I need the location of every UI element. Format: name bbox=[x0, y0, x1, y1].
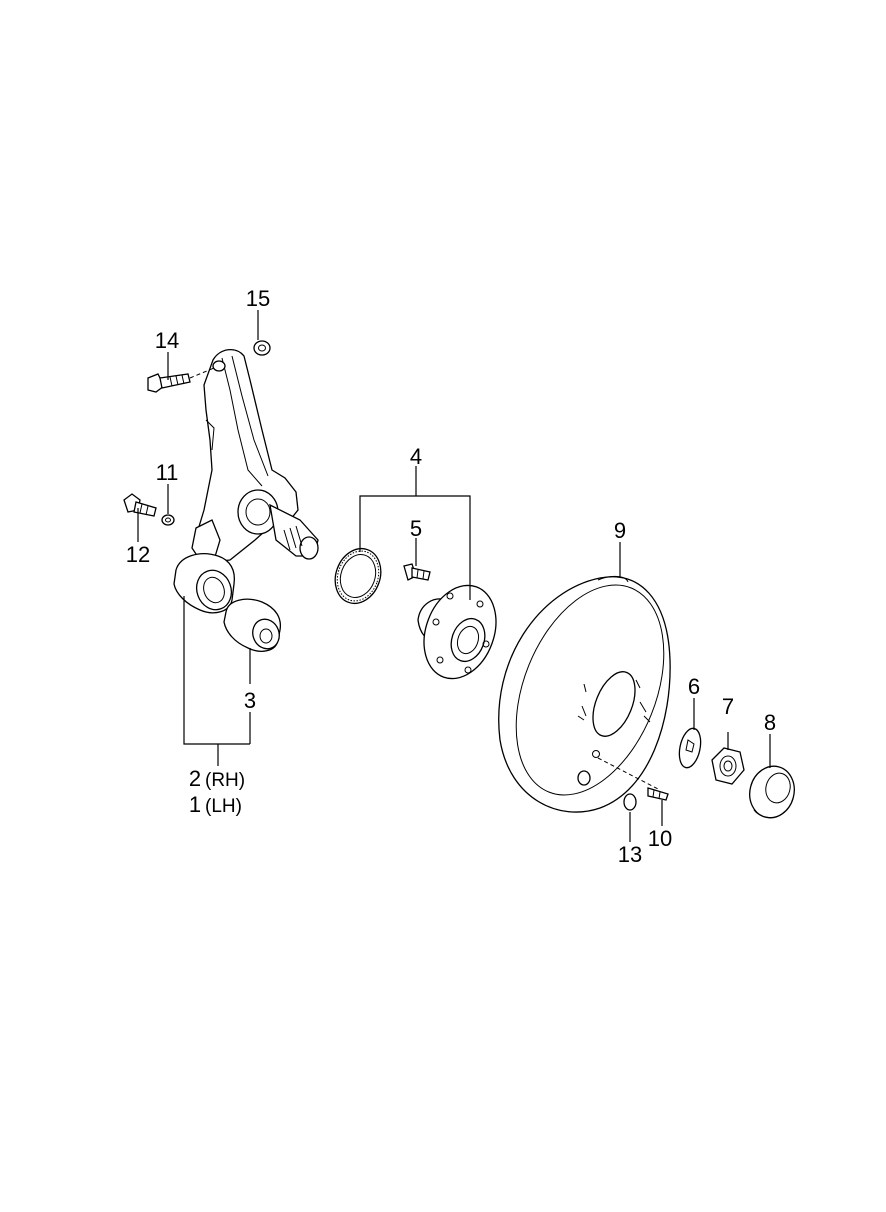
steering-knuckle[interactable] bbox=[191, 349, 319, 563]
callout-1: 1 bbox=[189, 792, 201, 817]
disc-screw-10[interactable] bbox=[647, 787, 669, 801]
callout-8: 8 bbox=[764, 710, 776, 735]
hub-bolt-5[interactable] bbox=[403, 563, 431, 581]
callout-5: 5 bbox=[410, 516, 422, 541]
plug-13[interactable] bbox=[623, 793, 637, 811]
bushing-sleeve[interactable] bbox=[173, 553, 237, 615]
callout-2: 2 bbox=[189, 766, 201, 791]
callout-6: 6 bbox=[688, 674, 700, 699]
brake-disc[interactable] bbox=[488, 563, 693, 816]
callout-14: 14 bbox=[155, 328, 179, 353]
guide-line-screw bbox=[597, 757, 661, 791]
callout-2-side: (RH) bbox=[205, 770, 245, 791]
callout-12: 12 bbox=[126, 542, 150, 567]
bushing-insert[interactable] bbox=[223, 598, 283, 652]
tone-ring[interactable] bbox=[328, 542, 388, 610]
nut-11[interactable] bbox=[161, 514, 175, 526]
callout-10: 10 bbox=[648, 826, 672, 851]
callout-11: 11 bbox=[156, 460, 179, 485]
wheel-hub[interactable] bbox=[412, 575, 509, 688]
callout-4: 4 bbox=[410, 444, 422, 469]
leader-lines bbox=[137, 310, 771, 842]
washer-6[interactable] bbox=[676, 726, 704, 769]
callout-9: 9 bbox=[614, 518, 626, 543]
callout-3: 3 bbox=[244, 688, 256, 713]
callout-labels: 15 14 11 12 4 5 9 3 2 (RH) 1 (LH) 6 7 8 … bbox=[126, 286, 776, 867]
bolt-12[interactable] bbox=[123, 493, 157, 517]
callout-15: 15 bbox=[246, 286, 270, 311]
callout-13: 13 bbox=[618, 842, 642, 867]
nut-15[interactable] bbox=[253, 340, 271, 356]
callout-1-side: (LH) bbox=[205, 796, 242, 817]
hub-cap-8[interactable] bbox=[744, 761, 800, 823]
hub-nut-7[interactable] bbox=[711, 747, 745, 785]
callout-7: 7 bbox=[722, 694, 734, 719]
